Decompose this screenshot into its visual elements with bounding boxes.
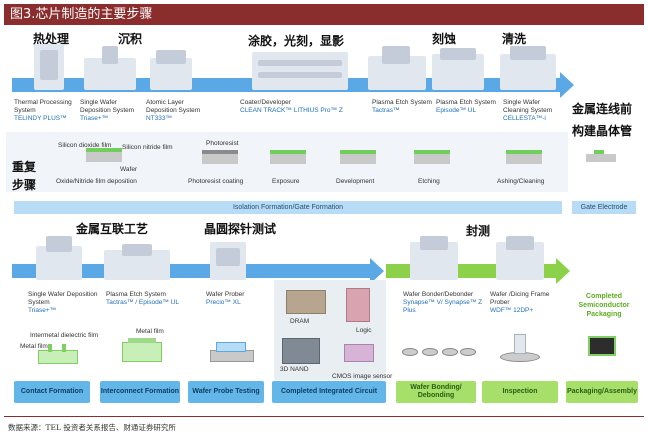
box-packaging-assembly: Packaging/Assembly bbox=[566, 381, 638, 403]
stage-pre-metal-transistor: 金属连线前构建晶体管 bbox=[572, 102, 633, 138]
stage-etch: 刻蚀 bbox=[432, 32, 457, 46]
wafer-development bbox=[340, 150, 376, 164]
box-wafer-probe-testing: Wafer Probe Testing bbox=[188, 381, 264, 403]
box-interconnect-formation: Interconnect Formation bbox=[100, 381, 180, 403]
step-photoresist-coating: Photoresist coating bbox=[188, 178, 244, 185]
step-development: Development bbox=[336, 178, 375, 185]
step-deposition: Oxide/Nitride film deposition bbox=[56, 178, 137, 185]
bottom-caption-deposition: Single Wafer Deposition System Triase+™ bbox=[28, 291, 98, 314]
label-silicon-dioxide: Silicon dioxide film bbox=[58, 142, 112, 149]
step-exposure: Exposure bbox=[272, 178, 300, 185]
bottom-deposition-machine bbox=[36, 236, 82, 280]
label-cmos: CMOS image sensor bbox=[332, 373, 393, 380]
repeat-steps-label: 重复步骤 bbox=[12, 160, 37, 192]
inspection-illustration bbox=[500, 334, 540, 362]
gate-electrode-band: Gate Electrode bbox=[572, 201, 636, 214]
cmos-sensor-chip bbox=[344, 344, 374, 362]
box-inspection: Inspection bbox=[482, 381, 558, 403]
dicing-frame-prober-machine bbox=[496, 236, 544, 280]
label-silicon-nitride: Silicon nitride film bbox=[122, 144, 173, 151]
label-metal-film: Metal film bbox=[20, 343, 48, 350]
bonding-wafers-illustration bbox=[402, 344, 478, 364]
probe-testing-illustration bbox=[210, 342, 254, 362]
box-contact-formation: Contact Formation bbox=[14, 381, 90, 403]
coater-developer-machine bbox=[252, 48, 348, 90]
wafer-bonder-machine bbox=[410, 236, 458, 280]
bottom-arrow-green-icon bbox=[556, 258, 570, 284]
label-dram: DRAM bbox=[290, 318, 310, 325]
wafer-photoresist bbox=[202, 150, 238, 164]
flow-arrow-head-icon bbox=[560, 72, 574, 98]
wafer-prober-machine bbox=[210, 238, 246, 280]
machine-caption-cleaning: Single Wafer Cleaning System CELLESTA™-i bbox=[503, 99, 553, 122]
stage-metal-interconnect: 金属互联工艺 bbox=[76, 222, 149, 236]
box-completed-ic: Completed Integrated Circuit bbox=[272, 381, 386, 403]
stage-deposition: 沉积 bbox=[118, 32, 143, 46]
single-wafer-deposition-machine bbox=[84, 46, 136, 90]
label-wafer: Wafer bbox=[120, 166, 138, 173]
package-chip-icon bbox=[588, 336, 616, 356]
nand-chip bbox=[282, 338, 320, 364]
bottom-caption-prober: Wafer Prober Precio™ XL bbox=[206, 291, 245, 306]
step-etching: Etching bbox=[418, 178, 440, 185]
stage-coat-litho-develop: 涂胶，光刻，显影 bbox=[248, 34, 345, 48]
dram-chip bbox=[286, 290, 326, 314]
completed-semiconductor-packaging: Completed Semiconductor Packaging bbox=[578, 293, 630, 318]
plasma-etch-episode-machine bbox=[432, 48, 484, 90]
contact-formation-illustration bbox=[38, 344, 78, 364]
machine-caption-thermal: Thermal Processing System TELINDY PLUS™ bbox=[14, 99, 72, 122]
label-intermetal-dielectric: Intermetal dielectric film bbox=[30, 332, 99, 339]
bottom-flow-bar-blue bbox=[12, 264, 374, 278]
label-photoresist: Photoresist bbox=[206, 140, 239, 147]
thermal-processing-machine bbox=[30, 44, 68, 90]
label-logic: Logic bbox=[356, 327, 372, 334]
gate-electrode-wafer bbox=[586, 150, 616, 162]
footer-divider bbox=[4, 416, 644, 417]
bottom-caption-etch: Plasma Etch System Tactras™ / Episode™ U… bbox=[106, 291, 179, 306]
wafer-exposure bbox=[270, 150, 306, 164]
box-wafer-bonding: Wafer Bonding/ Debonding bbox=[396, 381, 476, 403]
machine-caption-etch-tactras: Plasma Etch System Tactras™ bbox=[372, 99, 432, 114]
bottom-etch-machine bbox=[104, 244, 170, 280]
cleaning-machine bbox=[500, 46, 556, 90]
figure-title: 图3.芯片制造的主要步骤 bbox=[4, 4, 644, 25]
stage-clean: 清洗 bbox=[502, 32, 527, 46]
stage-wafer-probe: 晶圆探针测试 bbox=[204, 222, 277, 236]
step-ashing-cleaning: Ashing/Cleaning bbox=[497, 178, 545, 185]
isolation-band: Isolation Formation/Gate Formation bbox=[14, 201, 562, 214]
interconnect-illustration bbox=[122, 338, 162, 362]
logic-chip bbox=[346, 288, 370, 322]
wafer-etching bbox=[414, 150, 450, 164]
wafer-ashing bbox=[506, 150, 542, 164]
source-note: 数据来源：TEL 投资者关系报告、财通证券研究所 bbox=[8, 423, 176, 432]
bottom-caption-dicing-prober: Wafer /Dicing Frame Prober WDF™ 12DP+ bbox=[490, 291, 550, 314]
stage-packaging-test: 封测 bbox=[466, 224, 491, 238]
wafer-film-stack bbox=[86, 148, 122, 162]
label-metal-film-2: Metal film bbox=[136, 328, 164, 335]
bottom-arrow-blue-icon bbox=[370, 258, 384, 284]
stage-heat-treatment: 热处理 bbox=[33, 32, 70, 46]
machine-caption-etch-episode: Plasma Etch System Episode™ UL bbox=[436, 99, 496, 114]
machine-caption-coater: Coater/Developer CLEAN TRACK™ LITHIUS Pr… bbox=[240, 99, 343, 114]
label-3d-nand: 3D NAND bbox=[280, 366, 309, 373]
bottom-caption-bonder: Wafer Bonder/Debonder Synapse™ V/ Synaps… bbox=[403, 291, 483, 314]
plasma-etch-machine bbox=[368, 46, 426, 90]
machine-caption-sw-deposition: Single Wafer Deposition System Triase+™ bbox=[80, 99, 135, 122]
ald-machine bbox=[150, 50, 192, 90]
machine-caption-ald: Atomic Layer Deposition System NT333™ bbox=[146, 99, 201, 122]
